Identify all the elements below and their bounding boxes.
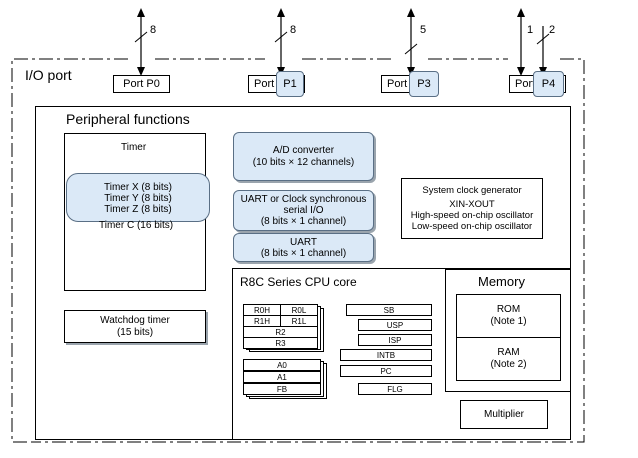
io-port-label: I/O port bbox=[25, 67, 72, 83]
arrow-head bbox=[277, 8, 285, 17]
port-p3-suffix: P3 bbox=[417, 78, 431, 90]
port-p4-prefix: Port bbox=[515, 78, 536, 90]
register-flg: FLG bbox=[358, 383, 432, 395]
arrow-head bbox=[137, 8, 145, 17]
clock-title: System clock generator bbox=[422, 185, 522, 196]
port-p1-count: 8 bbox=[290, 24, 297, 36]
multiplier-block: Multiplier bbox=[460, 400, 548, 429]
register-intb: INTB bbox=[340, 349, 432, 361]
system-clock-block: System clock generator XIN-XOUT High-spe… bbox=[401, 178, 543, 239]
register-isp: ISP bbox=[358, 334, 432, 346]
port-p3-count: 5 bbox=[420, 24, 427, 36]
ram-block: RAM (Note 2) bbox=[456, 337, 561, 381]
watchdog-line2: (15 bits) bbox=[116, 326, 154, 338]
memory-block bbox=[445, 269, 571, 392]
clock-xin: XIN-XOUT bbox=[449, 199, 495, 210]
port-p0-label: Port P0 bbox=[123, 78, 160, 90]
rom-line1: ROM bbox=[496, 304, 521, 315]
watchdog-line1: Watchdog timer bbox=[100, 314, 170, 326]
register-pc: PC bbox=[340, 365, 432, 377]
ram-line2: (Note 2) bbox=[490, 359, 527, 370]
timer-z: Timer Z (8 bits) bbox=[104, 204, 172, 215]
timer-c: Timer C (16 bits) bbox=[99, 220, 174, 231]
port-p3-prefix: Port bbox=[387, 78, 408, 90]
ad-line1: A/D converter bbox=[272, 144, 335, 156]
watchdog-timer-block: Watchdog timer (15 bits) bbox=[64, 310, 206, 343]
uart-line1: UART bbox=[289, 236, 318, 248]
register-r3: R3 bbox=[243, 337, 318, 349]
arrow-head bbox=[137, 67, 145, 76]
uart-sync-line3: (8 bits × 1 channel) bbox=[260, 216, 347, 227]
port-p3-highlight: P3 bbox=[409, 71, 439, 97]
ad-line2: (10 bits × 12 channels) bbox=[252, 156, 355, 168]
chip-boundary-right bbox=[34, 58, 585, 443]
timer-x: Timer X (8 bits) bbox=[104, 182, 172, 193]
chip-boundary-top-left bbox=[11, 58, 128, 443]
timer-y: Timer Y (8 bits) bbox=[104, 193, 172, 204]
port-p1-highlight: P1 bbox=[276, 71, 304, 97]
clock-high-speed: High-speed on-chip oscillator bbox=[410, 210, 534, 221]
arrow-head bbox=[517, 8, 525, 17]
register-a1: A1 bbox=[243, 371, 321, 383]
port-p4-highlight: P4 bbox=[533, 71, 564, 97]
port-p4-count-right: 2 bbox=[549, 24, 556, 36]
uart-block: UART (8 bits × 1 channel) bbox=[233, 233, 374, 262]
rom-line2: (Note 1) bbox=[490, 316, 527, 327]
multiplier-label: Multiplier bbox=[483, 409, 524, 420]
port-p0-count: 8 bbox=[150, 24, 157, 36]
timer-xyz-highlight: Timer X (8 bits) Timer Y (8 bits) Timer … bbox=[66, 173, 210, 222]
port-p4-count-left: 1 bbox=[527, 24, 534, 36]
timer-title: Timer bbox=[121, 142, 147, 153]
register-sb: SB bbox=[346, 304, 432, 316]
uart-sync-block: UART or Clock synchronous serial I/O (8 … bbox=[233, 190, 374, 231]
arrow-head bbox=[407, 8, 415, 17]
clock-low-speed: Low-speed on-chip oscillator bbox=[411, 221, 533, 232]
port-p1-suffix: P1 bbox=[283, 78, 297, 90]
peripheral-functions-title: Peripheral functions bbox=[66, 111, 190, 127]
uart-sync-line1: UART or Clock synchronous bbox=[240, 194, 367, 205]
memory-title: Memory bbox=[478, 274, 525, 289]
port-p4-suffix: P4 bbox=[541, 78, 556, 90]
cpu-core-title: R8C Series CPU core bbox=[240, 275, 357, 289]
arrow-head bbox=[517, 67, 525, 76]
uart-line2: (8 bits × 1 channel) bbox=[260, 247, 347, 259]
register-usp: USP bbox=[358, 319, 432, 331]
register-a0: A0 bbox=[243, 359, 321, 371]
port-p1-prefix: Port bbox=[254, 78, 275, 90]
register-fb: FB bbox=[243, 383, 321, 395]
ram-line1: RAM bbox=[497, 347, 520, 358]
ad-converter-block: A/D converter (10 bits × 12 channels) bbox=[233, 132, 374, 181]
rom-block: ROM (Note 1) bbox=[456, 294, 561, 338]
port-p0-box: Port P0 bbox=[113, 75, 170, 93]
uart-sync-line2: serial I/O bbox=[283, 205, 324, 216]
